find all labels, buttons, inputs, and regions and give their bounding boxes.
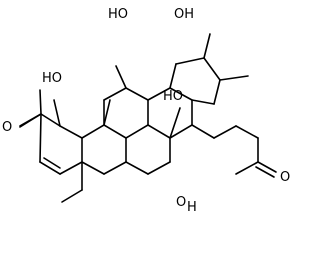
lactone-carbonyl-oxygen-label: O bbox=[280, 170, 290, 185]
skeleton-bonds bbox=[19, 33, 277, 203]
lactone-ring-oxygen-label: O bbox=[176, 195, 186, 210]
ketone-oxygen-label: O bbox=[2, 120, 12, 135]
molecule-drawing: HO OH HO HO O O H O bbox=[2, 7, 290, 215]
oh-top-right-label: OH bbox=[174, 7, 194, 22]
stereo-h-label: H bbox=[187, 200, 197, 215]
oh-bridge-label: HO bbox=[163, 89, 183, 104]
oh-top-left-label: HO bbox=[108, 7, 128, 22]
structure-canvas: HO OH HO HO O O H O bbox=[2, 7, 290, 215]
oh-left-label: HO bbox=[42, 71, 62, 86]
